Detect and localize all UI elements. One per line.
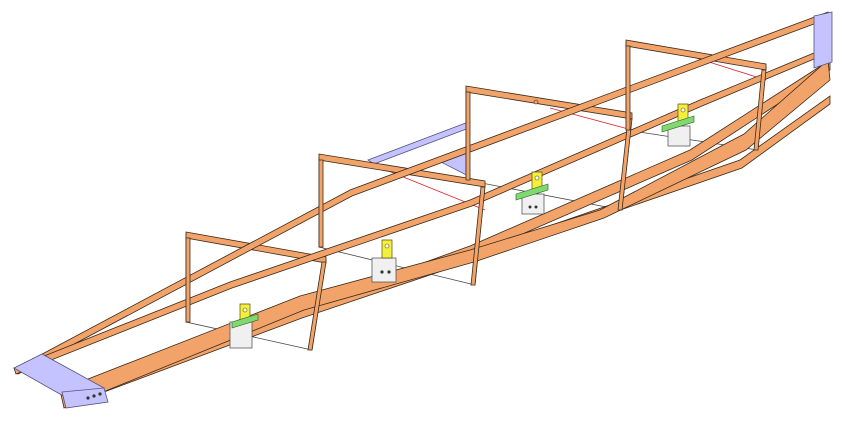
leg-1b bbox=[307, 261, 327, 351]
bracket-2 bbox=[371, 239, 397, 283]
bracket-2-tab bbox=[381, 239, 393, 259]
bracket-3-bolt-b bbox=[534, 205, 538, 209]
bracket-1-base bbox=[231, 313, 259, 329]
transom-lower bbox=[61, 387, 109, 409]
bracket-1 bbox=[229, 303, 259, 349]
leg-3a bbox=[465, 91, 471, 181]
bracket-3-base bbox=[515, 183, 549, 201]
transom-bolt-2 bbox=[92, 394, 96, 398]
lifting-brackets bbox=[229, 103, 695, 349]
stem-piece bbox=[813, 11, 833, 69]
leg-1a bbox=[185, 237, 191, 323]
bracket-2-hole bbox=[384, 243, 390, 249]
bracket-4-hole bbox=[680, 107, 686, 113]
bulkhead-legs bbox=[185, 45, 767, 351]
bracket-4 bbox=[661, 103, 695, 147]
bow-stem bbox=[813, 11, 833, 69]
leg-2a bbox=[318, 159, 324, 248]
bracket-2-bolt-b bbox=[387, 270, 391, 274]
pivot-pin bbox=[533, 99, 539, 105]
bracket-2-plate bbox=[371, 257, 397, 283]
bracket-3-bolt-a bbox=[528, 205, 532, 209]
bracket-1-hole bbox=[242, 307, 248, 313]
leg-4b bbox=[753, 69, 767, 151]
stern-transom bbox=[13, 353, 109, 409]
bracket-3 bbox=[515, 171, 549, 215]
bracket-4-base bbox=[661, 115, 695, 133]
bracket-2-bolt-a bbox=[380, 270, 384, 274]
leg-3b bbox=[617, 118, 633, 211]
bracket-3-hole bbox=[534, 175, 540, 181]
leg-4a bbox=[625, 45, 631, 131]
leg-2b bbox=[470, 186, 486, 286]
transom-bolt-3 bbox=[98, 392, 102, 396]
transom-bolt-1 bbox=[86, 396, 90, 400]
